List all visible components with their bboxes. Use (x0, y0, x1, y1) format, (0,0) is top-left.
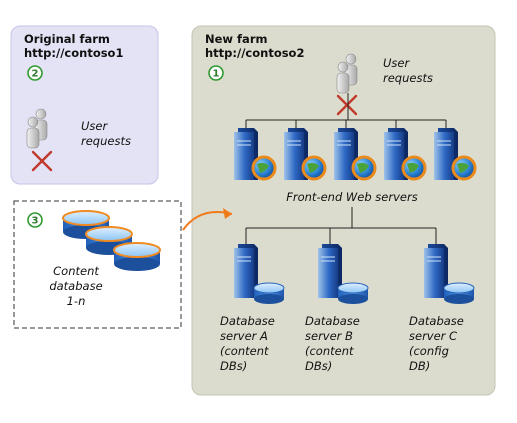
step-1-badge: 1 (208, 65, 224, 81)
svg-text:3: 3 (32, 216, 39, 227)
db-server-connectors (245, 207, 437, 244)
web-server (284, 128, 327, 181)
new-farm-panel: New farm http://contoso2 1 User requests (191, 25, 496, 396)
new-user-label-1: User (383, 56, 410, 70)
database-server-c (424, 244, 475, 304)
svg-text:Database: Database (409, 314, 464, 328)
web-servers-label: Front-end Web servers (286, 190, 417, 204)
svg-text:(content: (content (305, 344, 354, 358)
blocked-x-icon (31, 150, 53, 172)
original-user-label-1: User (81, 119, 108, 133)
web-server (234, 128, 277, 181)
svg-text:1: 1 (213, 69, 220, 80)
svg-text:(config: (config (409, 344, 449, 358)
original-farm-title: Original farm (24, 32, 110, 46)
migration-arrow (182, 208, 233, 231)
svg-text:Database: Database (305, 314, 360, 328)
step-3-badge: 3 (27, 212, 43, 228)
new-farm-url: http://contoso2 (205, 46, 304, 60)
svg-text:server B: server B (305, 329, 353, 343)
svg-text:server C: server C (409, 329, 457, 343)
content-database-panel: 3 Content database 1-n (13, 200, 182, 329)
svg-text:Database: Database (220, 314, 275, 328)
db-server-c-label: Database server C (config DB) (409, 314, 464, 373)
web-servers-row (234, 128, 477, 181)
web-server-connectors (245, 93, 447, 128)
original-farm-url: http://contoso1 (24, 46, 123, 60)
original-farm-panel: Original farm http://contoso1 2 User req… (10, 25, 159, 185)
database-server-b (318, 244, 369, 304)
users-icon (336, 53, 358, 94)
web-server (334, 128, 377, 181)
content-db-label-3: 1-n (67, 294, 86, 308)
original-user-label-2: requests (81, 134, 131, 148)
db-server-a-label: Database server A (content DBs) (220, 314, 275, 373)
new-user-label-2: requests (383, 71, 433, 85)
svg-text:DBs): DBs) (220, 359, 247, 373)
new-farm-title: New farm (205, 32, 267, 46)
svg-text:server A: server A (220, 329, 268, 343)
blocked-x-icon (336, 94, 358, 116)
database-server-a (234, 244, 285, 304)
svg-text:DBs): DBs) (305, 359, 332, 373)
content-db-label-1: Content (53, 264, 99, 278)
db-server-b-label: Database server B (content DBs) (305, 314, 360, 373)
content-db-label-2: database (49, 279, 102, 293)
step-2-badge: 2 (27, 65, 43, 81)
svg-text:DB): DB) (409, 359, 430, 373)
web-server (434, 128, 477, 181)
svg-text:2: 2 (32, 69, 39, 80)
web-server (384, 128, 427, 181)
svg-text:(content: (content (220, 344, 269, 358)
users-icon (26, 108, 48, 149)
database-disks-icon (62, 210, 161, 271)
